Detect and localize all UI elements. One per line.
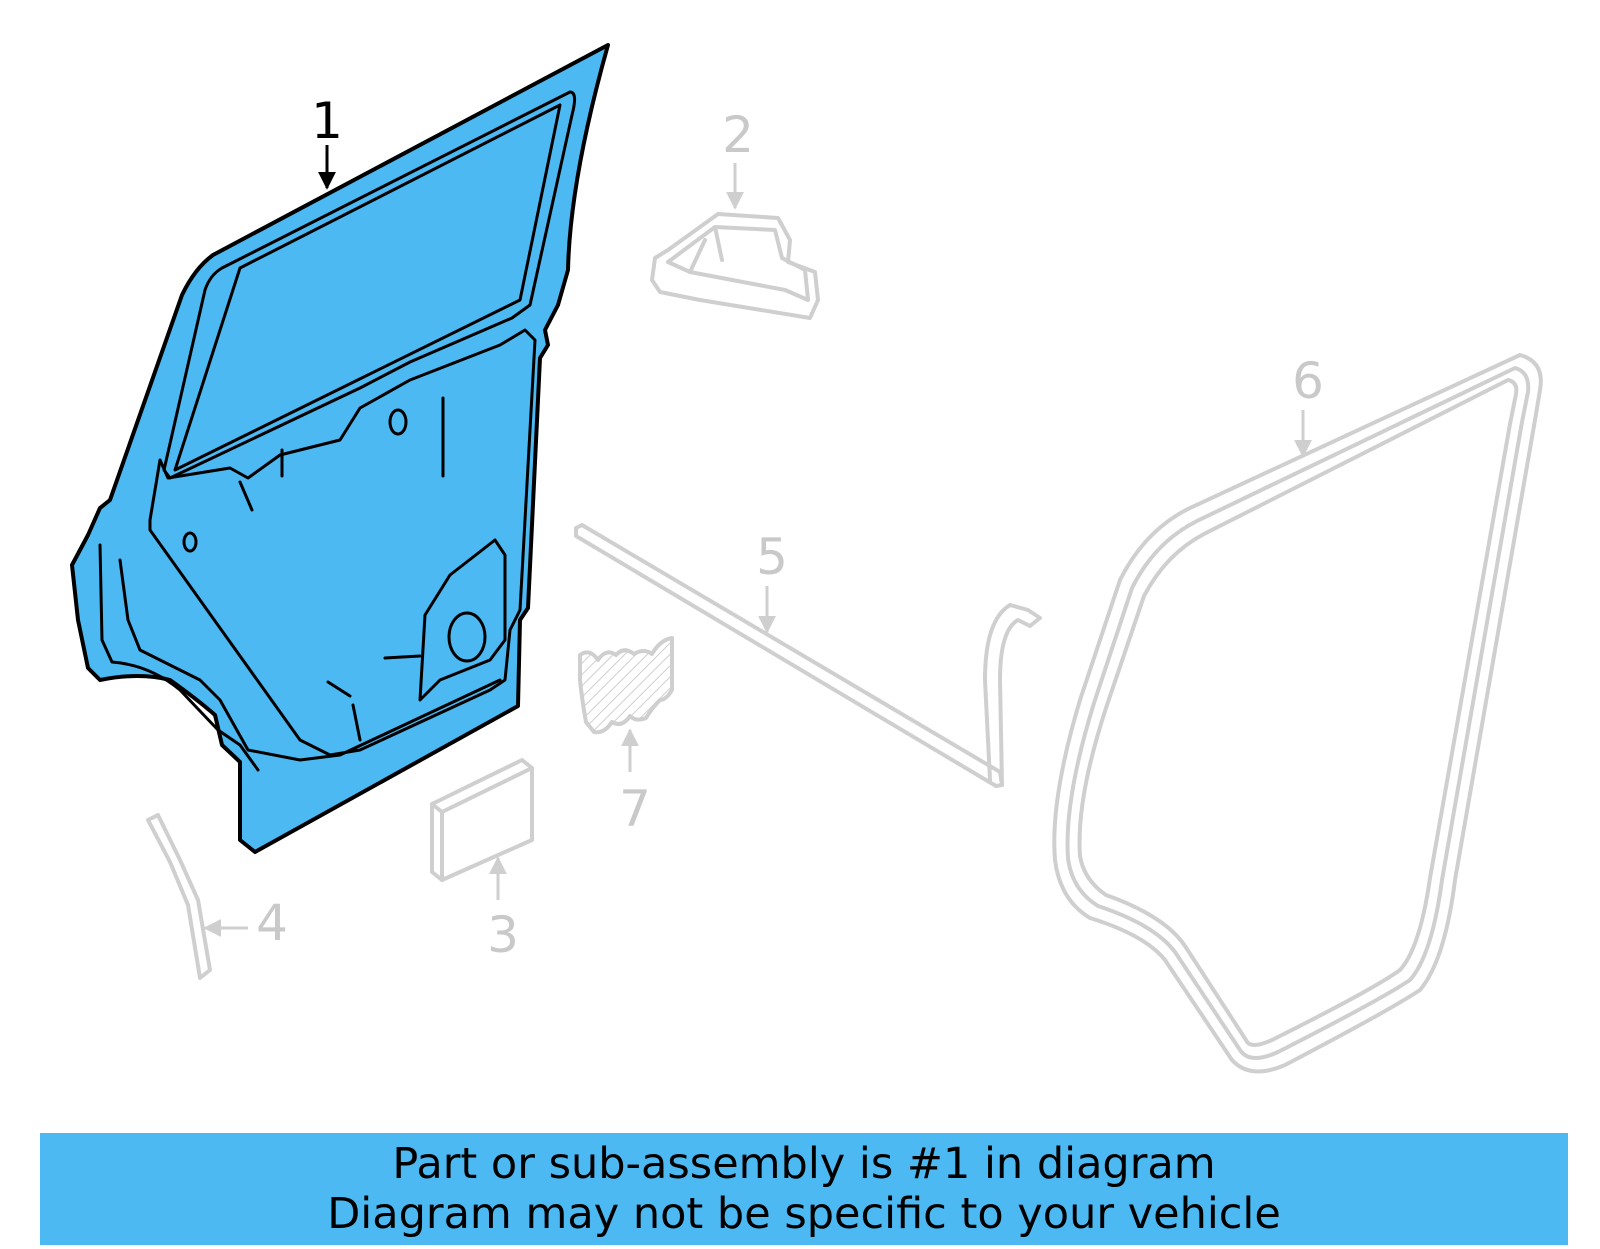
- speaker-recess: [418, 538, 507, 702]
- callout-number-1[interactable]: 1: [311, 92, 343, 150]
- banner-line-1: Part or sub-assembly is #1 in diagram: [392, 1139, 1216, 1189]
- part-5-belt-weatherstrip[interactable]: [574, 523, 1042, 788]
- part-6-door-seal[interactable]: [1052, 353, 1543, 1074]
- door-seal-inner: [1065, 366, 1531, 1060]
- door-seal-outer[interactable]: [1052, 353, 1543, 1074]
- callout-1[interactable]: 1: [311, 92, 343, 190]
- panel-line-3: [351, 703, 362, 742]
- callout-number-7[interactable]: 7: [619, 780, 651, 838]
- part-3-pad[interactable]: [430, 758, 534, 882]
- callout-4[interactable]: 4: [203, 894, 288, 952]
- window-frame: [162, 90, 577, 480]
- pad-shape[interactable]: [430, 758, 534, 882]
- part-2-handle-bracket[interactable]: [650, 212, 820, 320]
- callout-6[interactable]: 6: [1292, 352, 1324, 458]
- banner-line-2: Diagram may not be specific to your vehi…: [327, 1189, 1281, 1239]
- handle-bracket-detail: [666, 225, 810, 302]
- mount-hole-2: [388, 408, 408, 436]
- inner-panel-lower: [118, 558, 502, 762]
- inner-panel-edge-2: [98, 543, 260, 772]
- panel-line-4: [326, 680, 352, 698]
- callout-2[interactable]: 2: [722, 106, 754, 210]
- callout-7[interactable]: 7: [619, 728, 651, 838]
- callout-number-5[interactable]: 5: [756, 528, 788, 586]
- part-4-trim-strip[interactable]: [146, 813, 212, 980]
- insulator-shape[interactable]: [578, 636, 674, 735]
- callout-number-6[interactable]: 6: [1292, 352, 1324, 410]
- speaker-opening: [447, 611, 487, 663]
- inner-panel-edge: [148, 328, 537, 757]
- panel-line-5: [238, 480, 254, 512]
- window-frame-inner: [173, 103, 562, 472]
- info-banner: Part or sub-assembly is #1 in diagram Di…: [40, 1133, 1568, 1245]
- trim-strip-shape[interactable]: [146, 813, 212, 980]
- part-1-door-shell[interactable]: [70, 43, 610, 854]
- part-7-insulator[interactable]: [578, 636, 674, 735]
- panel-line-2: [383, 654, 422, 660]
- mount-hole-1: [182, 531, 198, 553]
- callout-number-4[interactable]: 4: [256, 894, 288, 952]
- door-shell-body[interactable]: [70, 43, 610, 854]
- info-banner-background: [40, 1133, 1568, 1245]
- callout-3[interactable]: 3: [487, 856, 519, 964]
- belt-strip-hook: [983, 603, 1042, 787]
- door-seal-inner-2: [1077, 378, 1519, 1047]
- pad-face: [430, 766, 534, 882]
- callout-5[interactable]: 5: [756, 528, 788, 634]
- callout-number-2[interactable]: 2: [722, 106, 754, 164]
- callout-number-3[interactable]: 3: [487, 906, 519, 964]
